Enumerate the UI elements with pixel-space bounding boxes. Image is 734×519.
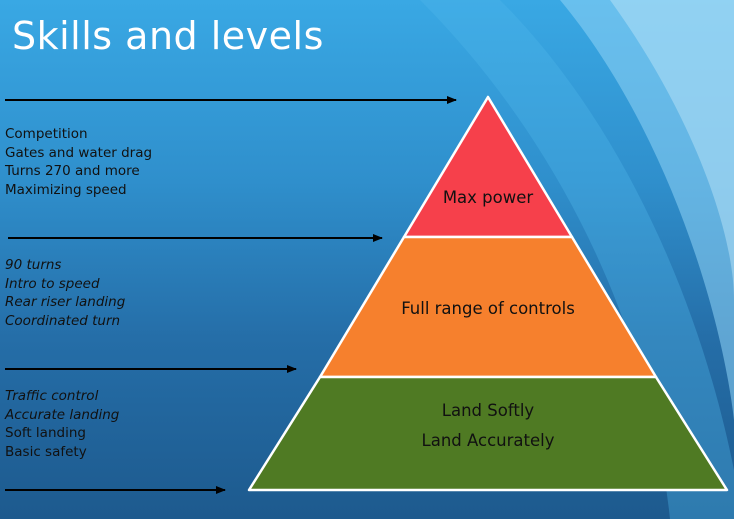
skill-item: Rear riser landing <box>5 294 126 310</box>
level-label-land-softly: Land Softly <box>442 401 535 420</box>
level-label-max-power: Max power <box>443 188 534 207</box>
pyramid-tier-top <box>402 95 574 239</box>
skill-item: Coordinated turn <box>5 312 121 329</box>
skill-item: Traffic control <box>5 388 99 404</box>
skill-item: Competition <box>5 126 88 142</box>
skill-item: Gates and water drag <box>5 144 153 161</box>
skill-item: Intro to speed <box>5 275 100 292</box>
skill-item: Maximizing speed <box>5 181 127 198</box>
skill-item: Soft landing <box>5 425 86 441</box>
skill-item: Turns 270 and more <box>5 163 140 179</box>
pyramid-tier-bottom <box>247 375 729 492</box>
skill-group-middle: 90 turns Intro to speed Rear riser landi… <box>5 256 235 330</box>
skill-item: Basic safety <box>5 443 87 460</box>
level-label-full-range: Full range of controls <box>401 299 575 318</box>
skill-group-bottom: Traffic control Accurate landing Soft la… <box>5 387 235 461</box>
level-label-land-accurately: Land Accurately <box>422 431 555 450</box>
skill-group-top: Competition Gates and water drag Turns 2… <box>5 125 235 199</box>
skill-item: Accurate landing <box>5 406 120 423</box>
skill-item: 90 turns <box>5 257 62 273</box>
slide-title: Skills and levels <box>12 14 324 58</box>
